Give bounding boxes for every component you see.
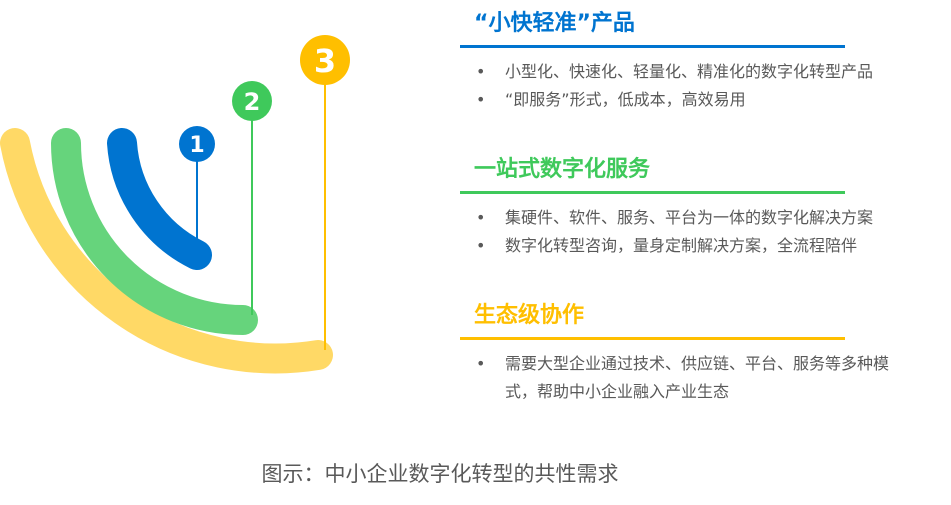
svg-text:1: 1 [189, 133, 204, 158]
svg-text:3: 3 [314, 42, 336, 80]
arc-diagram: 1 2 3 [0, 35, 350, 374]
list-item: •小型化、快速化、轻量化、精准化的数字化转型产品 [476, 62, 874, 81]
arc-blue [107, 128, 212, 270]
list-item: •需要大型企业通过技术、供应链、平台、服务等多种模式，帮助中小企业融入产业生态 [476, 354, 890, 401]
svg-text:2: 2 [244, 88, 261, 116]
section-products: “小快轻准”产品 •小型化、快速化、轻量化、精准化的数字化转型产品 •“即服务”… [460, 7, 940, 114]
section-divider [460, 45, 845, 48]
arc-yellow [0, 128, 333, 374]
section-divider [460, 191, 845, 194]
section-title: 一站式数字化服务 [474, 157, 651, 182]
section-services: 一站式数字化服务 •集硬件、软件、服务、平台为一体的数字化解决方案 •数字化转型… [460, 153, 940, 260]
marker-2: 2 [232, 81, 272, 121]
list-item: •数字化转型咨询，量身定制解决方案，全流程陪伴 [476, 236, 858, 255]
section-ecosystem: 生态级协作 •需要大型企业通过技术、供应链、平台、服务等多种模式，帮助中小企业融… [460, 299, 940, 406]
list-item: •集硬件、软件、服务、平台为一体的数字化解决方案 [476, 208, 874, 227]
list-item: •“即服务”形式，低成本，高效易用 [476, 90, 746, 109]
arc-green [51, 128, 258, 335]
marker-1: 1 [179, 126, 215, 162]
section-title: 生态级协作 [474, 303, 585, 328]
section-divider [460, 337, 845, 340]
section-title: “小快轻准”产品 [474, 11, 635, 36]
figure-caption: 图示：中小企业数字化转型的共性需求 [261, 462, 619, 486]
marker-3: 3 [300, 35, 350, 85]
